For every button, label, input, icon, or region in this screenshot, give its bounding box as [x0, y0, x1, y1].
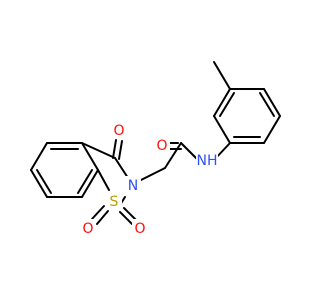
- bond: [213, 88, 231, 117]
- bond: [138, 167, 166, 182]
- bond: [97, 169, 110, 191]
- bond: [164, 142, 182, 169]
- bond: [114, 157, 129, 179]
- sulfonyl-oxygen-left-label: O: [82, 221, 93, 237]
- bond: [112, 139, 117, 159]
- amide-nh-label: NH: [197, 153, 218, 169]
- sulfur-label: S: [110, 194, 119, 210]
- bond-layer: [30, 61, 281, 225]
- molecule-structure: O O N NH S O O: [30, 61, 281, 237]
- bond: [263, 88, 281, 117]
- bond: [263, 115, 281, 144]
- bond: [180, 142, 199, 161]
- bond: [118, 140, 123, 160]
- bond-aromatic-inner: [36, 169, 52, 194]
- bond-aromatic-inner: [77, 169, 93, 194]
- ring-nitrogen-label: N: [128, 178, 138, 194]
- bond: [123, 207, 137, 221]
- bond: [119, 211, 133, 225]
- bond: [81, 142, 116, 159]
- bond: [30, 142, 48, 171]
- bond: [91, 205, 105, 220]
- amide-oxygen-label: O: [156, 138, 167, 154]
- ketone-oxygen-label: O: [113, 123, 124, 139]
- atom-label-layer: O O N NH S O O: [80, 121, 218, 237]
- sulfonyl-oxygen-right-label: O: [134, 221, 145, 237]
- bond: [213, 61, 231, 90]
- bond: [213, 115, 231, 144]
- bond-aromatic-inner: [259, 92, 275, 117]
- bond: [96, 210, 109, 225]
- bond: [30, 169, 48, 198]
- bond: [81, 169, 99, 198]
- structure-canvas: O O N NH S O O: [30, 61, 281, 237]
- bond: [81, 142, 99, 171]
- bond-aromatic-inner: [219, 92, 235, 117]
